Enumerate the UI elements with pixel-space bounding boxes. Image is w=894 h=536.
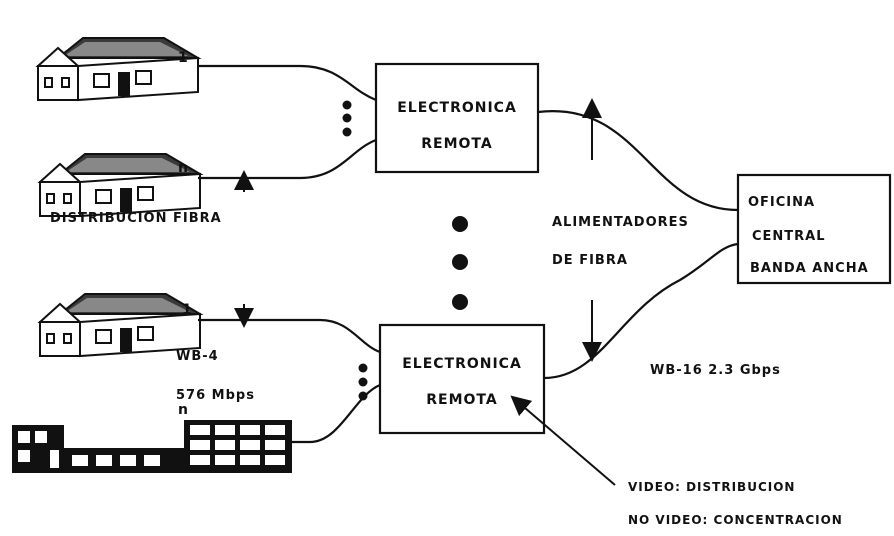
remote-bottom-line1: ELECTRONICA xyxy=(402,356,522,372)
feeder-label-line1: ALIMENTADORES xyxy=(552,215,689,230)
central-office-line3: BANDA ANCHA xyxy=(750,261,869,276)
fiber-line xyxy=(292,385,380,442)
house-icon xyxy=(38,38,198,100)
ellipsis-dots-icon xyxy=(343,101,352,137)
feeder-line xyxy=(538,111,738,210)
remote-bottom-line2: REMOTA xyxy=(426,392,497,408)
remote-top-line1: ELECTRONICA xyxy=(397,100,517,116)
distribution-label: DISTRIBUCION FIBRA xyxy=(50,211,222,226)
central-office-line1: OFICINA xyxy=(748,195,815,210)
remote-electronics-bottom xyxy=(380,325,544,433)
house-label: n xyxy=(178,160,189,176)
house-label: 1 xyxy=(182,302,193,318)
feeder-label-line2: DE FIBRA xyxy=(552,253,628,268)
note-line1: VIDEO: DISTRIBUCION xyxy=(628,480,795,494)
fiber-line xyxy=(198,66,376,100)
central-office-line2: CENTRAL xyxy=(752,229,826,244)
ellipsis-dots-icon xyxy=(359,364,368,401)
note-line2: NO VIDEO: CONCENTRACION xyxy=(628,513,843,527)
fiber-line xyxy=(198,140,376,178)
wb16-label: WB-16 2.3 Gbps xyxy=(650,363,781,378)
fiber-line xyxy=(198,320,380,352)
remote-top-line2: REMOTA xyxy=(421,136,492,152)
house-icon xyxy=(40,154,200,216)
arrow-icon xyxy=(518,402,615,485)
wb4-rate: 576 Mbps xyxy=(176,388,255,403)
house-label: 1 xyxy=(178,50,189,66)
ellipsis-dots-icon xyxy=(452,216,468,310)
wb4-label: WB-4 xyxy=(176,349,219,364)
house-icon xyxy=(40,294,200,356)
remote-electronics-top xyxy=(376,64,538,172)
house-label: n xyxy=(178,402,189,418)
building-icon xyxy=(12,420,292,473)
